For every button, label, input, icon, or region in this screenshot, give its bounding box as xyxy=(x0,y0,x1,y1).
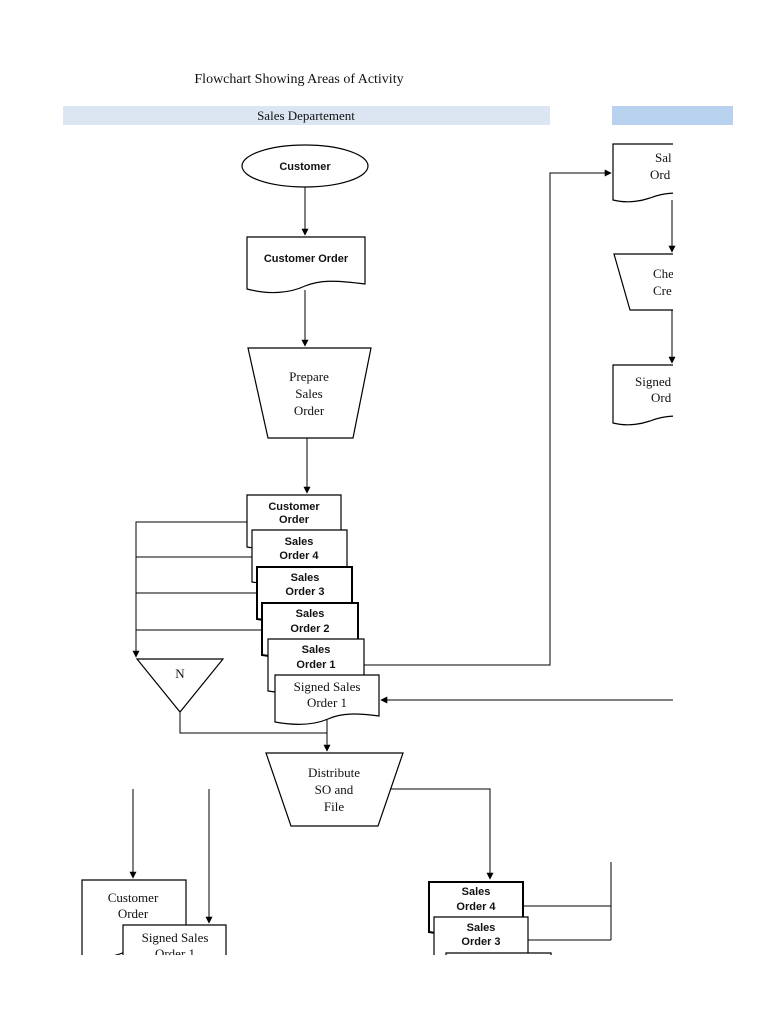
stack-so1-line-1: Sales xyxy=(302,644,331,656)
stack-signed-sales-order-document xyxy=(274,674,380,725)
stack-customer-order-line-2: Order xyxy=(279,514,310,526)
bottom-so4-line-1: Sales xyxy=(462,886,491,898)
stack-so2-line-1: Sales xyxy=(296,608,325,620)
bottom-customer-order-line-2: Order xyxy=(118,906,149,921)
right-signed-line-1: Signed xyxy=(635,374,672,389)
stack-so3-line-2: Order 3 xyxy=(285,586,324,598)
bottom-signed-line-2: Order 1 xyxy=(155,946,195,961)
credit-lane-band xyxy=(612,106,733,125)
bottom-sales-order-2-document xyxy=(445,952,552,955)
bottom-sales-order-3-document xyxy=(433,916,529,955)
stack-signed-line-1: Signed Sales xyxy=(294,679,361,694)
distribute-so-shape xyxy=(265,752,404,827)
sales-lane-label: Sales Departement xyxy=(257,108,355,123)
prepare-label-line-3: Order xyxy=(294,403,325,418)
connector-so1-to-credit xyxy=(364,169,612,666)
page-title: Flowchart Showing Areas of Activity xyxy=(194,72,403,87)
distribute-line-3: File xyxy=(324,799,344,814)
arrow-distribute-to-bottom-right xyxy=(391,788,494,880)
bottom-so3-line-2: Order 3 xyxy=(461,936,500,948)
bottom-so3-line-1: Sales xyxy=(467,922,496,934)
sales-lane-band xyxy=(63,106,550,125)
customer-label: Customer xyxy=(279,161,331,173)
connector-customer-order-to-file xyxy=(132,521,247,658)
stack-so4-line-2: Order 4 xyxy=(279,550,319,562)
file-n-triangle xyxy=(135,658,225,713)
bottom-customer-order-line-1: Customer xyxy=(108,890,159,905)
connector-file-to-distribute xyxy=(179,712,327,734)
prepare-label-line-2: Sales xyxy=(295,386,322,401)
bottom-signed-sales-order-document xyxy=(122,924,227,955)
right-check-line-1: Che xyxy=(653,266,674,281)
customer-order-label: Customer Order xyxy=(264,253,349,265)
stack-so3-line-1: Sales xyxy=(291,572,320,584)
distribute-line-1: Distribute xyxy=(308,765,360,780)
distribute-line-2: SO and xyxy=(315,782,354,797)
prepare-label-line-1: Prepare xyxy=(289,369,329,384)
stack-so2-line-2: Order 2 xyxy=(290,623,329,635)
right-sales-order-document xyxy=(612,143,673,203)
stack-signed-line-2: Order 1 xyxy=(307,695,347,710)
stack-so4-line-1: Sales xyxy=(285,536,314,548)
prepare-sales-order-shape xyxy=(247,347,372,439)
stack-so1-line-2: Order 1 xyxy=(296,659,335,671)
right-so-line-1: Sal xyxy=(655,150,672,165)
file-n-label: N xyxy=(175,666,185,681)
right-signed-order-document xyxy=(612,364,673,426)
customer-order-document xyxy=(246,236,366,294)
bottom-so4-line-2: Order 4 xyxy=(456,901,496,913)
right-check-line-2: Cre xyxy=(653,283,672,298)
right-signed-line-2: Ord xyxy=(651,390,672,405)
right-check-credit-shape xyxy=(613,253,673,311)
right-so-line-2: Ord xyxy=(650,167,671,182)
bottom-signed-line-1: Signed Sales xyxy=(142,930,209,945)
stack-customer-order-line-1: Customer xyxy=(268,501,320,513)
